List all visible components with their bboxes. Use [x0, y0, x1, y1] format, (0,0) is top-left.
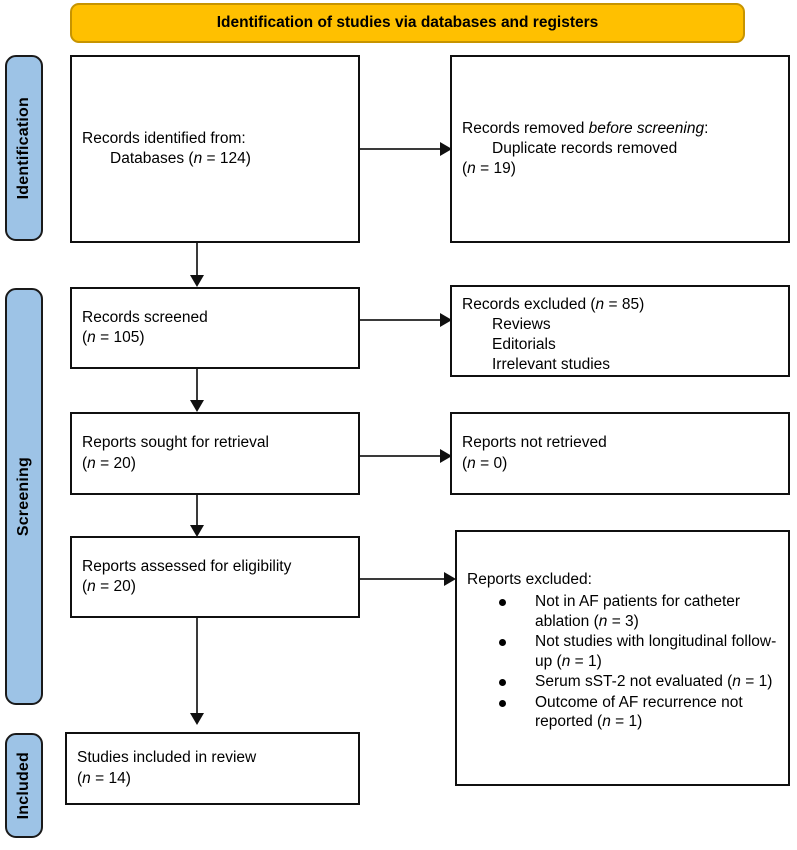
reports-excluded-item-text: Outcome of AF recurrence not reported (: [535, 693, 743, 731]
arrowhead-identified-to-removed: [440, 142, 452, 156]
arrowhead-identified-to-screened: [190, 275, 204, 287]
records-identified-db-label: Databases (: [110, 150, 194, 167]
records-identified-line2: Databases (n = 124): [82, 149, 348, 169]
records-screened-paren-open: (: [82, 329, 88, 346]
connector-sought-to-assessed: [196, 495, 198, 528]
arrowhead-sought-to-assessed: [190, 525, 204, 537]
phase-bar-included: Included: [5, 733, 43, 838]
records-excluded-reason: Reviews: [492, 316, 551, 334]
reports-sought-line1: Reports sought for retrieval: [82, 434, 269, 452]
arrowhead-assessed-to-included: [190, 713, 204, 725]
arrowhead-assessed-to-excluded: [444, 572, 456, 586]
header-banner: Identification of studies via databases …: [70, 3, 745, 43]
records-screened-line2: (n = 105): [82, 328, 348, 348]
records-removed-n-symbol: n: [467, 160, 476, 178]
reports-assessed-line1: Reports assessed for eligibility: [82, 557, 292, 575]
banner-title: Identification of studies via databases …: [216, 14, 599, 31]
records-identified-n-symbol: n: [193, 150, 203, 167]
studies-included-line1: Studies included in review: [77, 749, 257, 767]
records-excluded-reason: Editorials: [492, 336, 556, 354]
records-screened-count: = 105): [95, 329, 145, 346]
reports-sought-line2: (n = 20): [82, 454, 348, 474]
reports-not-retrieved-paren-open: (: [462, 454, 468, 472]
reports-excluded-item-text: Not studies with longitudinal follow-up …: [535, 633, 777, 670]
records-excluded-reason: Irrelevant studies: [492, 356, 611, 374]
reports-assessed-n-symbol: n: [87, 578, 96, 595]
reports-excluded-item-count: = 3): [607, 612, 639, 630]
records-screened-n-symbol: n: [87, 329, 96, 346]
reports-not-retrieved-line2: (n = 0): [462, 454, 778, 474]
reports-excluded-item-n-symbol: n: [732, 673, 741, 691]
reports-assessed-line2: (n = 20): [82, 577, 348, 597]
connector-screened-to-excluded: [360, 319, 444, 321]
box-reports-excluded: Reports excluded: Not in AF patients for…: [455, 530, 790, 786]
reports-assessed-paren-open: (: [82, 578, 88, 595]
studies-included-paren-open: (: [77, 769, 83, 787]
records-excluded-count: = 85): [604, 296, 645, 313]
reports-not-retrieved-line1: Reports not retrieved: [462, 434, 607, 452]
reports-excluded-item-text: Not in AF patients for catheter ablation…: [535, 593, 741, 630]
phase-label-identification: Identification: [15, 96, 32, 200]
reports-not-retrieved-count: = 0): [475, 454, 508, 472]
phase-label-included: Included: [15, 751, 32, 820]
reports-excluded-item: Serum sST-2 not evaluated (n = 1): [493, 672, 778, 692]
connector-screened-to-sought: [196, 369, 198, 403]
reports-excluded-item: Outcome of AF recurrence not reported (n…: [493, 693, 778, 732]
reports-excluded-item-n-symbol: n: [598, 612, 608, 630]
reports-excluded-item-count: = 1): [570, 652, 602, 670]
box-studies-included: Studies included in review (n = 14): [65, 732, 360, 805]
reports-excluded-heading: Reports excluded:: [467, 571, 592, 588]
records-removed-count: = 19): [475, 160, 516, 178]
phase-bar-identification: Identification: [5, 55, 43, 241]
phase-bar-screening: Screening: [5, 288, 43, 705]
records-excluded-prefix: Records excluded (: [462, 296, 596, 313]
reports-excluded-item-count: = 1): [740, 673, 773, 691]
box-reports-assessed: Reports assessed for eligibility (n = 20…: [70, 536, 360, 618]
records-removed-colon: :: [704, 119, 709, 137]
reports-excluded-item-count: = 1): [610, 713, 643, 731]
reports-sought-n-symbol: n: [87, 454, 96, 472]
records-excluded-line1: Records excluded (n = 85): [462, 295, 778, 315]
reports-sought-count: = 20): [95, 454, 136, 472]
reports-excluded-item: Not in AF patients for catheter ablation…: [493, 592, 778, 631]
reports-excluded-list: Not in AF patients for catheter ablation…: [467, 592, 778, 733]
connector-sought-to-not-retrieved: [360, 455, 444, 457]
arrowhead-sought-to-not-retrieved: [440, 449, 452, 463]
reports-excluded-item-text: Serum sST-2 not evaluated (: [535, 673, 733, 691]
records-removed-line2: Duplicate records removed: [492, 139, 678, 157]
studies-included-n-symbol: n: [82, 769, 91, 787]
records-excluded-n-symbol: n: [595, 296, 605, 313]
reports-excluded-item-n-symbol: n: [602, 713, 611, 731]
phase-label-screening: Screening: [15, 456, 32, 537]
arrowhead-screened-to-sought: [190, 400, 204, 412]
box-records-identified: Records identified from: Databases (n = …: [70, 55, 360, 243]
connector-identified-to-screened: [196, 243, 198, 279]
box-reports-not-retrieved: Reports not retrieved (n = 0): [450, 412, 790, 495]
box-reports-sought: Reports sought for retrieval (n = 20): [70, 412, 360, 495]
records-removed-line1: Records removed before screening:: [462, 119, 778, 139]
records-removed-line3: (n = 19): [462, 159, 778, 179]
records-screened-line1: Records screened: [82, 308, 208, 326]
box-records-removed: Records removed before screening: Duplic…: [450, 55, 790, 243]
records-removed-prefix: Records removed: [462, 119, 589, 137]
box-records-excluded: Records excluded (n = 85) Reviews Editor…: [450, 285, 790, 377]
connector-assessed-to-excluded: [360, 578, 448, 580]
studies-included-line2: (n = 14): [77, 769, 348, 789]
arrowhead-screened-to-excluded: [440, 313, 452, 327]
records-removed-emphasis: before screening: [588, 119, 705, 137]
reports-not-retrieved-n-symbol: n: [467, 454, 476, 472]
records-identified-count: = 124): [202, 150, 251, 167]
reports-assessed-count: = 20): [95, 578, 136, 595]
connector-assessed-to-included: [196, 618, 198, 716]
box-records-screened: Records screened (n = 105): [70, 287, 360, 369]
reports-sought-paren-open: (: [82, 454, 88, 472]
records-identified-line1: Records identified from:: [82, 129, 246, 147]
reports-excluded-item: Not studies with longitudinal follow-up …: [493, 632, 778, 671]
records-removed-paren-open: (: [462, 160, 468, 178]
studies-included-count: = 14): [90, 769, 131, 787]
reports-excluded-item-n-symbol: n: [561, 652, 571, 670]
connector-identified-to-removed: [360, 148, 444, 150]
